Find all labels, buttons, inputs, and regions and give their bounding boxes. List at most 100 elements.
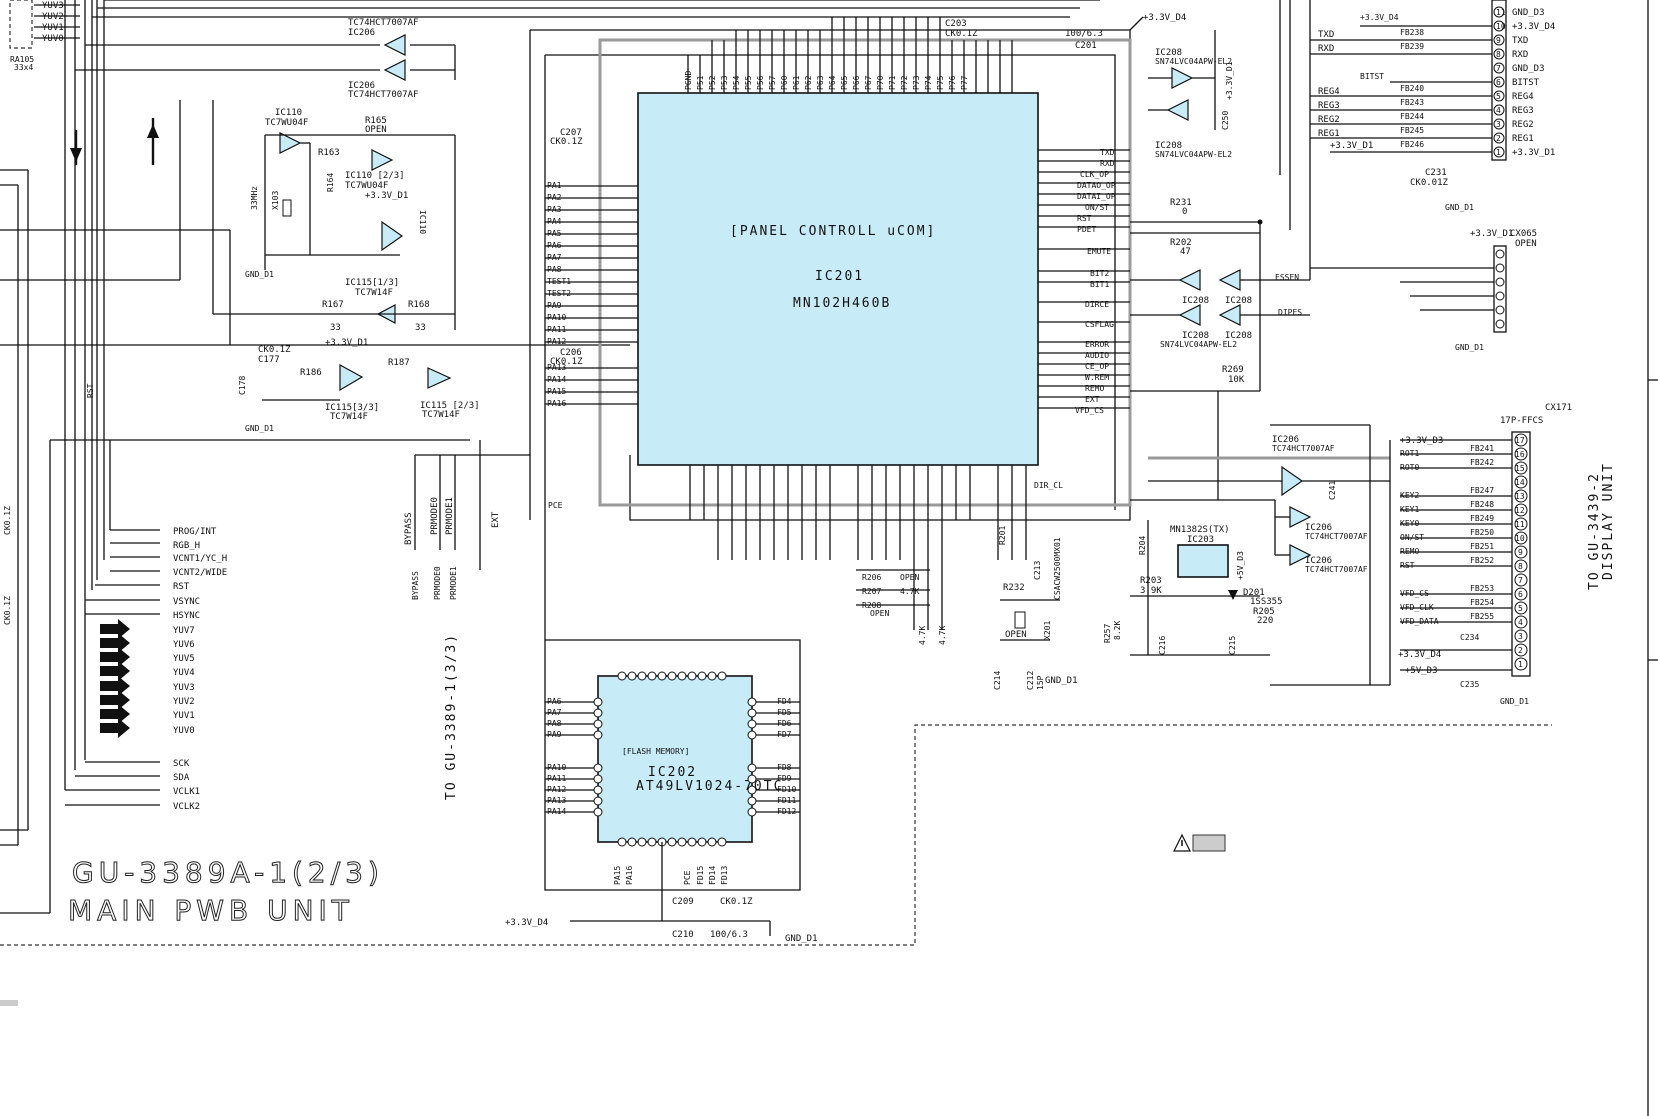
yuv2-top-label: YUV2 <box>42 12 64 22</box>
cko-vertical-1: CK0.1Z <box>3 506 12 535</box>
ic115-1-part: TC7W14F <box>355 288 393 298</box>
ic202-frame: [FLASH MEMORY] IC202 AT49LV1024-70TC PA6… <box>529 455 801 891</box>
mn1382s-label: MN1382S(TX) <box>1170 525 1230 535</box>
r231-label: R231 <box>1170 198 1192 208</box>
ra105-label: RA105 <box>10 55 34 64</box>
svg-text:8: 8 <box>1496 50 1501 59</box>
svg-text:TXD: TXD <box>1512 36 1528 46</box>
ic208-middle: IC208 IC208 IC208 IC208 SN74LVC04APW-EL2… <box>1130 269 1310 349</box>
c206-label: C206 <box>560 348 582 358</box>
rst-vertical: RST <box>86 383 95 398</box>
c177-label: C177 <box>258 355 280 365</box>
r211-value: 4.7K <box>938 626 947 645</box>
out-vsync: VSYNC <box>173 597 200 607</box>
ic115-ground: GND_D1 <box>245 424 274 433</box>
svg-text:13: 13 <box>1515 492 1525 501</box>
r205-value: 220 <box>1257 616 1273 626</box>
svg-text:FB247: FB247 <box>1470 486 1494 495</box>
dipes-label: DIPES <box>1278 308 1302 317</box>
svg-text:BIT1: BIT1 <box>1090 280 1109 289</box>
top-right-pin-numbers: 11 10 9 8 7 6 5 4 3 2 1 <box>1496 8 1506 157</box>
svg-text:P55: P55 <box>744 75 753 90</box>
svg-text:11: 11 <box>1515 520 1525 529</box>
svg-text:REG2: REG2 <box>1318 115 1340 125</box>
r205-label: R205 <box>1253 607 1275 617</box>
svg-text:RXD: RXD <box>1318 44 1334 54</box>
ic110-oscillator-block: IC110 TC7WU04F R165 OPEN R163 IC110 [2/3… <box>0 108 456 345</box>
r163-label: R163 <box>318 148 340 158</box>
r186-label: R186 <box>300 368 322 378</box>
ic206-lower-ref: IC206 <box>1272 435 1299 445</box>
top-right-signal-names: GND_D3 +3.3V_D4 TXD RXD GND_D3 BITST REG… <box>1512 8 1555 158</box>
r257-label: R257 <box>1103 624 1112 643</box>
x201-label: X201 <box>1043 621 1052 640</box>
svg-text:+3.3V_D4: +3.3V_D4 <box>1398 650 1441 660</box>
warning-icon <box>1173 833 1226 852</box>
to-gu-3439-label: TO GU-3439-2 <box>1587 472 1602 590</box>
svg-text:7: 7 <box>1496 64 1501 73</box>
d201-part: 1SS355 <box>1250 597 1283 607</box>
out-yuv3: YUV3 <box>173 683 195 693</box>
yuv3-top-label: YUV3 <box>42 1 64 11</box>
ic208-mid-part: SN74LVC04APW-EL2 <box>1155 150 1232 159</box>
svg-text:P57: P57 <box>768 75 777 90</box>
svg-text:EXT: EXT <box>1085 395 1100 404</box>
svg-text:P70: P70 <box>876 75 885 90</box>
ic115-supply: +3.3V_D1 <box>325 338 368 348</box>
ic208-supply: +3.3V_D1 <box>1225 61 1234 100</box>
svg-text:FB251: FB251 <box>1470 542 1494 551</box>
svg-text:FD11: FD11 <box>777 796 796 805</box>
svg-text:FB240: FB240 <box>1400 84 1424 93</box>
ra105-value: 33x4 <box>14 63 33 72</box>
r269: R269 10K <box>1130 222 1261 500</box>
ic201-top-pin-labels: PGND P51 P52 P53 P54 P55 P56 P57 P60 P61… <box>684 71 969 90</box>
r165-label: R165 <box>365 116 387 126</box>
svg-text:TXD: TXD <box>1100 148 1115 157</box>
out-yuv4: YUV4 <box>173 668 195 678</box>
svg-text:10: 10 <box>1496 22 1506 31</box>
ic115-block: IC115[1/3] TC7W14F R167 33 R168 33 CK0.1… <box>212 100 480 433</box>
svg-text:REG1: REG1 <box>1318 129 1340 139</box>
top-right-supply-d1: +3.3V_D1 <box>1330 141 1373 151</box>
ic203-block: MN1382S(TX) IC203 R204 R203 3.9K D201 1S… <box>1103 520 1283 656</box>
r167-value: 33 <box>330 323 341 333</box>
c231-value: CK0.01Z <box>1410 178 1449 188</box>
out-vcnt2: VCNT2/WIDE <box>173 568 227 578</box>
svg-text:EMUTE: EMUTE <box>1087 247 1111 256</box>
svg-text:5: 5 <box>1518 604 1523 613</box>
svg-text:FB244: FB244 <box>1400 112 1424 121</box>
left-output-signals: PROG/INT RGB_H VCNT1/YC_H VCNT2/WIDE RST… <box>3 383 227 812</box>
prmode0-arrow-label: PRMODE0 <box>433 566 442 600</box>
ext-label: EXT <box>491 511 501 528</box>
svg-text:P71: P71 <box>888 75 897 90</box>
svg-text:FB239: FB239 <box>1400 42 1424 51</box>
x201-part: CSACW2500MX01 <box>1053 537 1062 600</box>
svg-text:16: 16 <box>1515 450 1525 459</box>
svg-text:GND_D3: GND_D3 <box>1512 8 1545 18</box>
cko-vertical-2: CK0.1Z <box>3 596 12 625</box>
svg-text:4: 4 <box>1518 618 1523 627</box>
svg-text:P67: P67 <box>864 75 873 90</box>
svg-text:FD13: FD13 <box>720 866 729 885</box>
ic202-right-pins: FD4 FD5 FD6 FD7 FD8 FD9 FD10 FD11 FD12 <box>777 697 796 816</box>
svg-text:DATAI_OP: DATAI_OP <box>1077 192 1116 201</box>
ic110-2-label: IC110 [2/3] <box>345 171 405 181</box>
svg-text:7: 7 <box>1518 576 1523 585</box>
ic206-top-buffers: TC74HCT7007AF IC206 IC206 TC74HCT7007AF <box>348 18 418 100</box>
prmode0-label: PRMODE0 <box>430 497 440 535</box>
svg-text:17: 17 <box>1515 436 1525 445</box>
out-yuv1: YUV1 <box>173 711 195 721</box>
ic201-frame <box>529 29 1132 521</box>
svg-text:FB238: FB238 <box>1400 28 1424 37</box>
c207-label: C207 <box>560 128 582 138</box>
svg-text:CE_OP: CE_OP <box>1085 362 1109 371</box>
svg-text:FD12: FD12 <box>777 807 796 816</box>
svg-text:P75: P75 <box>936 75 945 90</box>
c250-label: C250 <box>1221 111 1230 130</box>
ic201-header: [PANEL CONTROLL uCOM] <box>730 224 936 239</box>
ic206-d-ref: IC206 <box>1305 556 1332 566</box>
r231-value: 0 <box>1182 207 1187 217</box>
r203-label: R203 <box>1140 576 1162 586</box>
svg-text:+3.3V_D1: +3.3V_D1 <box>1512 148 1555 158</box>
r201-label: R201 <box>998 526 1007 545</box>
